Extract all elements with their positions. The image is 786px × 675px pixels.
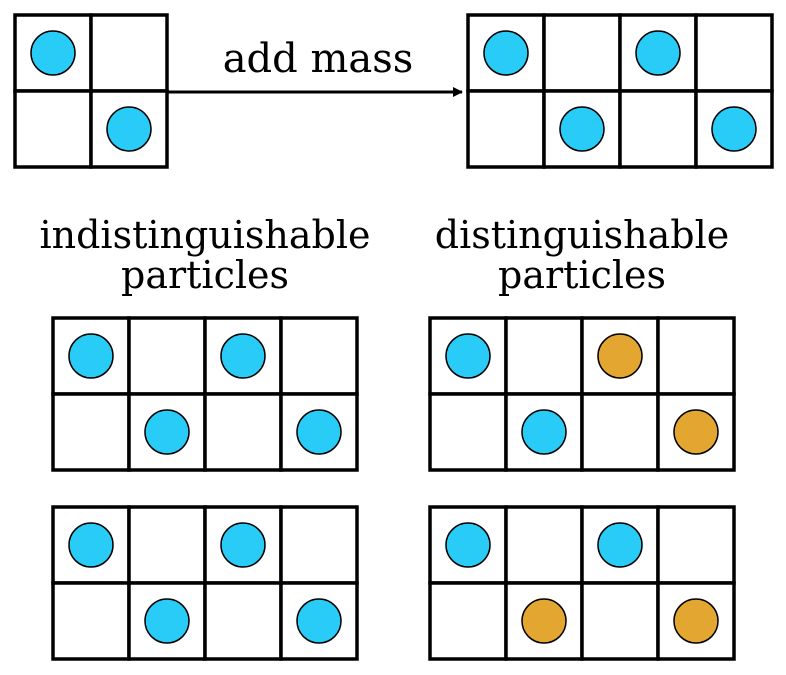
orange-particle xyxy=(673,409,719,455)
blue-particle xyxy=(144,409,190,455)
grid-cell xyxy=(656,316,736,396)
blue-particle xyxy=(521,409,567,455)
grid-cell xyxy=(466,89,546,169)
blue-particle xyxy=(68,333,114,379)
dist-grid-2 xyxy=(428,505,736,661)
blue-particle xyxy=(30,30,76,76)
orange-particle xyxy=(521,598,567,644)
grid-cell xyxy=(203,581,283,661)
grid-cell xyxy=(542,13,622,93)
indist-grid-1 xyxy=(51,316,359,472)
grid-cell xyxy=(127,505,207,585)
dist-grid-1 xyxy=(428,316,736,472)
grid-cell xyxy=(279,505,359,585)
grid-cell xyxy=(203,392,283,472)
blue-particle xyxy=(445,333,491,379)
grid-cell xyxy=(428,581,508,661)
orange-particle xyxy=(597,333,643,379)
grid-cell xyxy=(127,316,207,396)
orange-particle xyxy=(673,598,719,644)
blue-particle xyxy=(445,522,491,568)
blue-particle xyxy=(635,30,681,76)
blue-particle xyxy=(106,106,152,152)
blue-particle xyxy=(711,106,757,152)
blue-particle xyxy=(220,333,266,379)
blue-particle xyxy=(296,409,342,455)
right-heading-line-1: distinguishable xyxy=(435,213,729,257)
grid-cell xyxy=(279,316,359,396)
grid-cell xyxy=(504,505,584,585)
grid-cell xyxy=(580,392,660,472)
blue-particle xyxy=(483,30,529,76)
blue-particle xyxy=(68,522,114,568)
left-heading-line-1: indistinguishable xyxy=(39,213,370,257)
blue-particle xyxy=(597,522,643,568)
small-grid xyxy=(13,13,169,169)
grid-cell xyxy=(51,581,131,661)
grid-cell xyxy=(618,89,698,169)
right-heading-line-2: particles xyxy=(498,253,666,297)
grid-cell xyxy=(504,316,584,396)
blue-particle xyxy=(144,598,190,644)
indist-grid-2 xyxy=(51,505,359,661)
grid-cell xyxy=(656,505,736,585)
large-grid xyxy=(466,13,774,169)
arrow-label: add mass xyxy=(223,36,414,82)
grid-cell xyxy=(428,392,508,472)
grid-cell xyxy=(694,13,774,93)
grid-cell xyxy=(13,89,93,169)
grid-cell xyxy=(89,13,169,93)
grid-cell xyxy=(279,392,359,472)
grid-cell xyxy=(580,581,660,661)
blue-particle xyxy=(296,598,342,644)
grid-cell xyxy=(51,392,131,472)
blue-particle xyxy=(559,106,605,152)
left-heading-line-2: particles xyxy=(121,253,289,297)
blue-particle xyxy=(220,522,266,568)
